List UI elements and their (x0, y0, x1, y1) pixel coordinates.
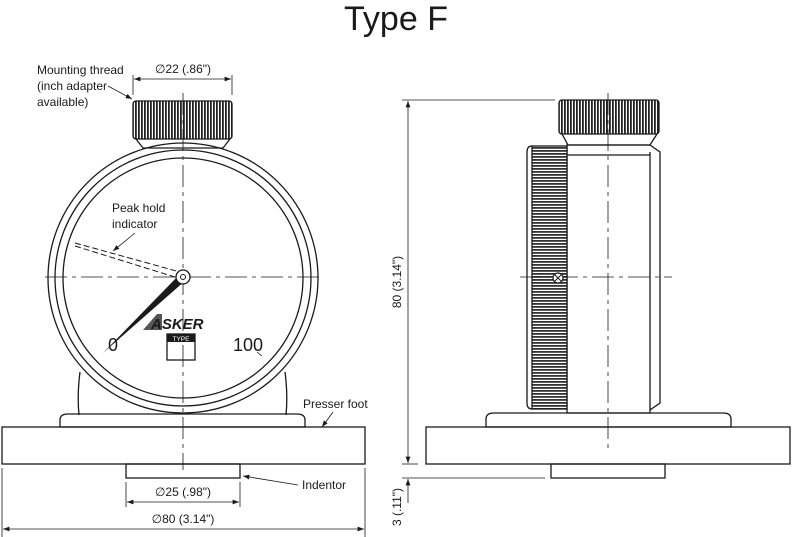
indentor-height-dim: 3 (.11") (390, 488, 404, 526)
indentor-diameter-dim: ∅25 (.98") (155, 485, 211, 499)
thread-diameter-dim: ∅22 (.86") (155, 62, 211, 76)
peak-hold-label-1: Peak hold (112, 201, 165, 215)
mounting-thread-label-2: (inch adapter (37, 79, 107, 93)
type-badge: TYPE (173, 336, 191, 343)
base-diameter-dim: ∅80 (3.14") (152, 512, 215, 526)
side-knob (558, 99, 660, 135)
presser-foot-flange-side (485, 412, 732, 428)
side-view: 80 (3.14") 3 (.11") (390, 93, 791, 526)
scale-max-label: 100 (233, 335, 263, 355)
brand-logo: ASKER (150, 316, 204, 333)
mounting-thread-label-3: available) (37, 95, 88, 109)
indentor-side (550, 463, 666, 479)
peak-hold-label-2: indicator (112, 217, 157, 231)
asker-logo-mark (143, 314, 162, 330)
side-body (566, 144, 661, 414)
mounting-thread-label-1: Mounting thread (37, 63, 124, 77)
peak-hold-indicator (74, 242, 181, 279)
front-view: ASKER TYPE 0 100 Mounting thread (inch a… (1, 62, 368, 537)
mounting-thread-knob (132, 100, 233, 140)
height-dim: 80 (3.14") (390, 256, 404, 308)
presser-foot-flange (59, 413, 306, 428)
body-legs (77, 371, 288, 416)
presser-foot (1, 426, 366, 465)
presser-foot-label: Presser foot (303, 397, 368, 411)
needle-pivot (175, 269, 191, 285)
indentor-label: Indentor (302, 478, 346, 492)
drawing-title: Type F (344, 0, 448, 38)
dial-needle (103, 274, 186, 353)
scale-min-label: 0 (108, 335, 118, 355)
